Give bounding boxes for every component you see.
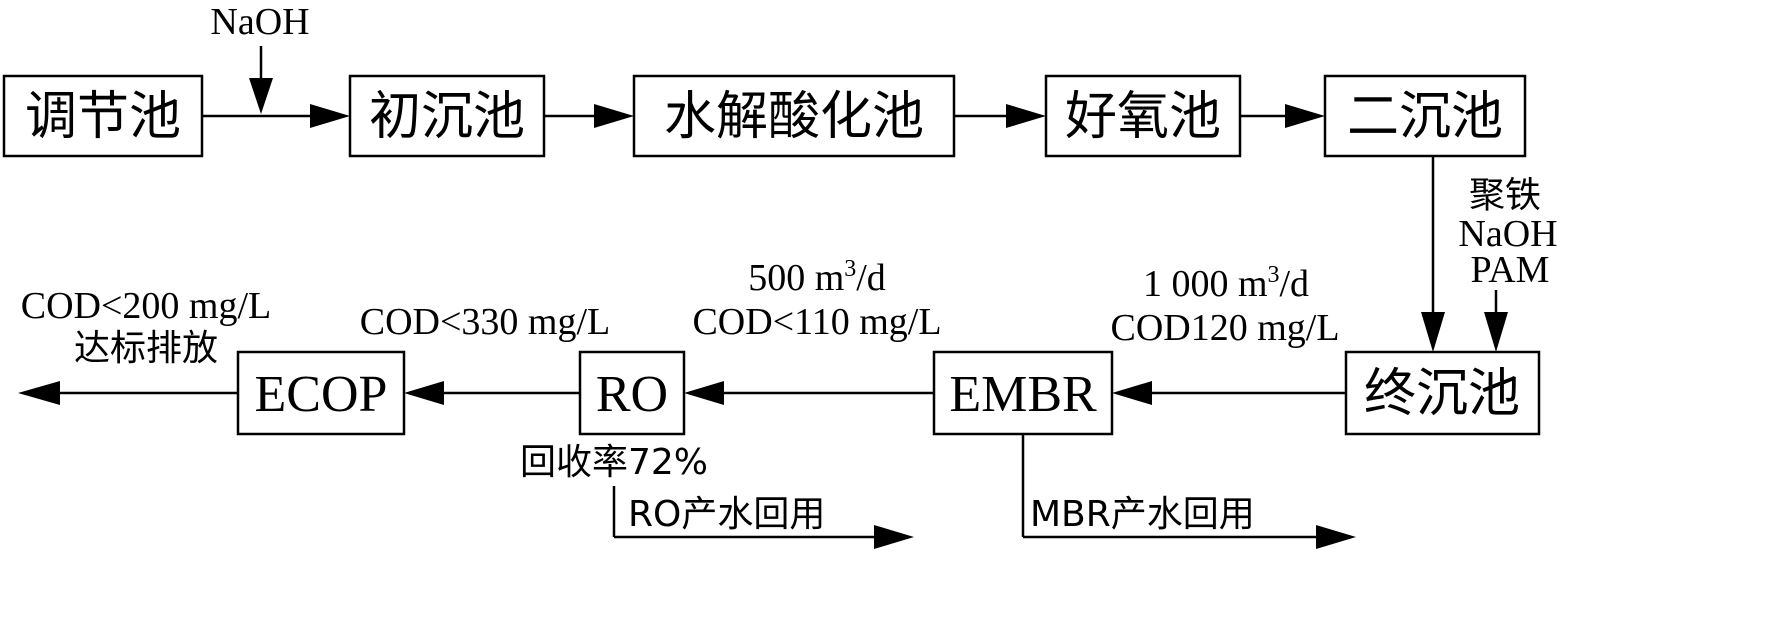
node-final-clarifier-label: 终沉池 [1364, 364, 1520, 424]
node-ecop: ECOP [236, 350, 406, 436]
arrow-ecop-discharge [18, 381, 238, 405]
node-aerobic-tank-label: 好氧池 [1065, 87, 1221, 147]
embr-inflow-annotation: 1 000 m3/d COD120 mg/L [1110, 262, 1339, 349]
node-hydrolysis-acidification-tank-label: 水解酸化池 [664, 87, 924, 147]
node-primary-clarifier-label: 初沉池 [369, 87, 525, 147]
ro-inflow-cod: COD<110 mg/L [692, 301, 941, 343]
naoh-dosing-top: NaOH [210, 1, 310, 114]
arrow-regulating-to-primary [202, 104, 350, 128]
discharge-cod: COD<200 mg/L [21, 285, 272, 327]
dosing-pam-label: PAM [1471, 249, 1550, 291]
node-secondary-clarifier-label: 二沉池 [1347, 87, 1503, 147]
ro-inflow-rate: 500 m3/d [748, 256, 886, 299]
arrow-hydrolysis-to-aerobic [954, 104, 1046, 128]
ro-reuse-branch: 回收率72% RO产水回用 [520, 442, 914, 549]
node-primary-clarifier: 初沉池 [348, 74, 546, 158]
node-regulating-tank-label: 调节池 [25, 87, 181, 147]
node-secondary-clarifier: 二沉池 [1323, 74, 1527, 158]
ro-inflow-annotation: 500 m3/d COD<110 mg/L [692, 256, 941, 343]
embr-inflow-cod: COD120 mg/L [1110, 307, 1339, 349]
embr-inflow-rate: 1 000 m3/d [1143, 262, 1309, 305]
node-embr-label: EMBR [949, 366, 1097, 423]
arrow-aerobic-to-secondary [1240, 104, 1325, 128]
dosing-naoh-label: NaOH [1458, 213, 1557, 255]
node-ro: RO [578, 350, 686, 436]
dosing-ferric-label: 聚铁 [1469, 175, 1541, 216]
node-ecop-label: ECOP [255, 366, 388, 423]
arrow-final-to-embr [1112, 381, 1346, 405]
arrow-embr-to-ro [684, 381, 934, 405]
ecop-inflow-annotation: COD<330 mg/L [360, 301, 611, 343]
mbr-reuse-branch: MBR产水回用 [1021, 434, 1356, 549]
ro-recovery-rate: 回收率72% [520, 442, 708, 483]
discharge-label: 达标排放 [74, 328, 218, 369]
naoh-label-top: NaOH [210, 1, 309, 43]
node-embr: EMBR [932, 350, 1114, 436]
node-hydrolysis-acidification-tank: 水解酸化池 [632, 74, 956, 158]
dosing-chemicals: 聚铁 NaOH PAM [1458, 175, 1558, 352]
ro-reuse-label: RO产水回用 [628, 494, 825, 535]
ecop-inflow-cod: COD<330 mg/L [360, 301, 611, 343]
node-regulating-tank: 调节池 [2, 74, 204, 158]
node-aerobic-tank: 好氧池 [1044, 74, 1242, 158]
node-ro-label: RO [596, 366, 668, 423]
arrow-primary-to-hydrolysis [544, 104, 634, 128]
discharge-annotation: COD<200 mg/L 达标排放 [21, 285, 272, 369]
arrow-ro-to-ecop [404, 381, 580, 405]
mbr-reuse-label: MBR产水回用 [1030, 494, 1255, 535]
arrow-secondary-to-final [1421, 156, 1445, 352]
node-final-clarifier: 终沉池 [1344, 350, 1541, 436]
